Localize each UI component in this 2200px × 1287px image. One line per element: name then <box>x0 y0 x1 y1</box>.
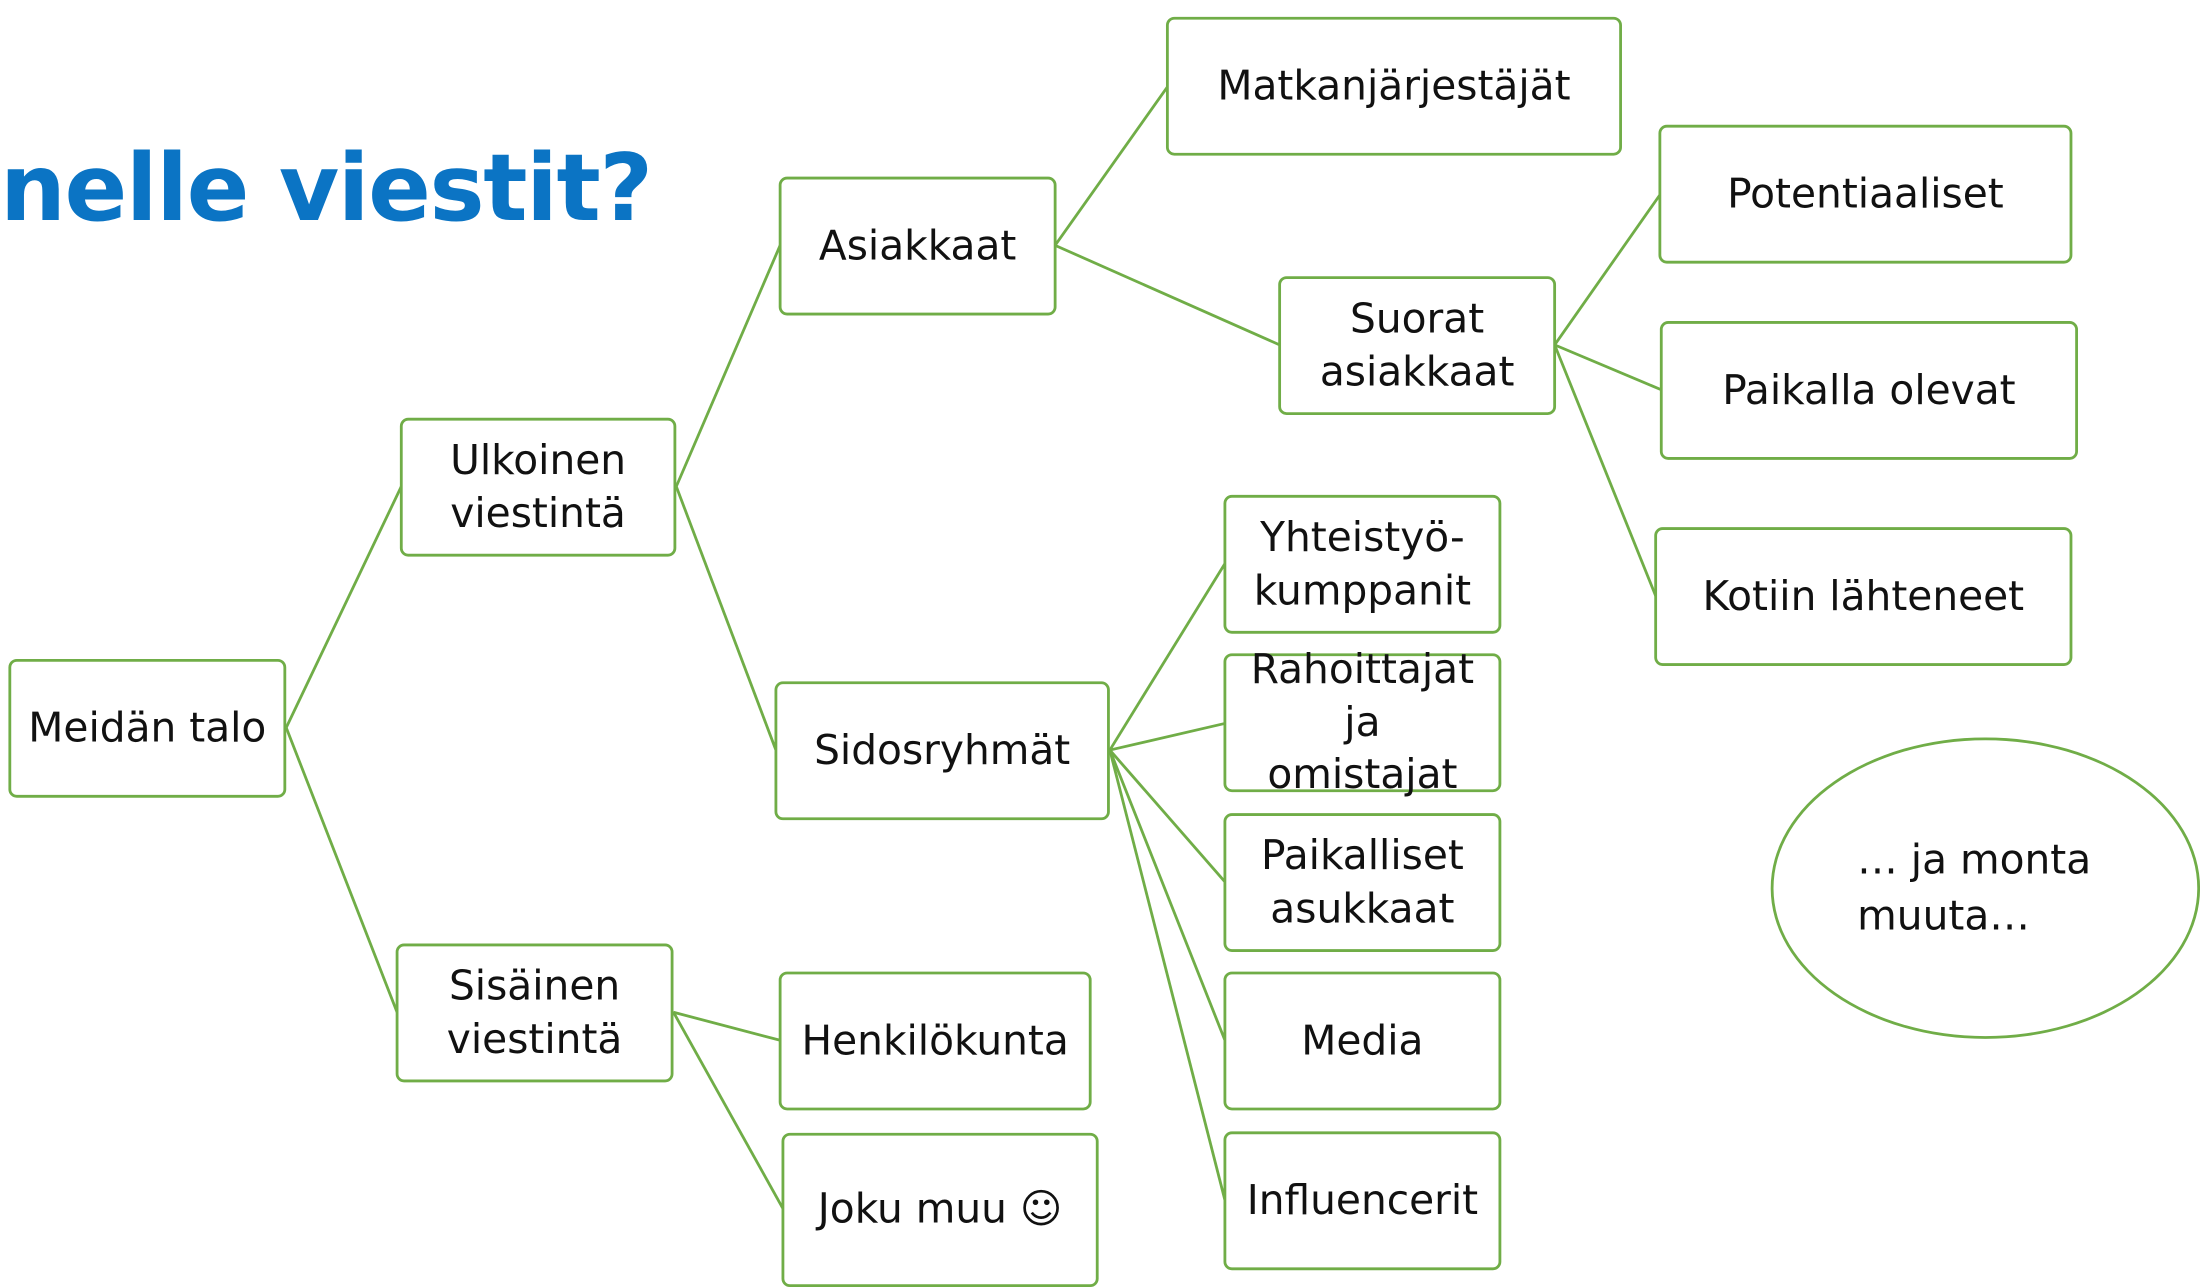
connector-line <box>1109 722 1226 752</box>
note-text: … ja monta muuta… <box>1857 836 2092 939</box>
connector-line <box>674 485 778 751</box>
node-joku-muu: Joku muu ☺ <box>781 1132 1099 1287</box>
connector-line <box>675 244 782 488</box>
node-sisainen-viestinta: Sisäinen viestintä <box>395 943 674 1083</box>
node-rahoittajat-ja-omistajat: Rahoittajat ja omistajat <box>1223 645 1502 798</box>
node-paikalliset-asukkaat: Paikalliset asukkaat <box>1223 813 1502 952</box>
connector-line <box>672 1011 785 1210</box>
connector-line <box>1054 244 1281 347</box>
connector-line <box>1108 749 1226 883</box>
connector-line <box>284 485 403 729</box>
node-media: Media <box>1223 971 1502 1111</box>
connector-line <box>1053 86 1169 247</box>
connector-line <box>1108 749 1227 1201</box>
node-matkanjarjestajat: Matkanjärjestäjät <box>1165 16 1622 156</box>
connector-line <box>1554 343 1662 392</box>
connector-line <box>1553 344 1657 597</box>
node-kotiin-lahteneet: Kotiin lähteneet <box>1654 527 2073 666</box>
node-influencerit: Influencerit <box>1223 1131 1502 1271</box>
connector-line <box>673 1010 781 1042</box>
node-yhteistyokumppanit: Yhteistyö- kumppanit <box>1223 494 1502 634</box>
node-asiakkaat: Asiakkaat <box>778 176 1057 316</box>
node-suorat-asiakkaat: Suorat asiakkaat <box>1278 276 1557 415</box>
node-paikalla-olevat: Paikalla olevat <box>1659 321 2078 460</box>
node-meidan-talo: Meidän talo <box>8 658 287 798</box>
connector-line <box>1553 194 1662 346</box>
connector-line <box>284 727 399 1013</box>
node-ulkoinen-viestinta: Ulkoinen viestintä <box>399 417 677 557</box>
node-henkilokunta: Henkilökunta <box>778 971 1092 1111</box>
connector-line <box>1108 562 1227 751</box>
node-sidosryhmat: Sidosryhmät <box>774 681 1110 821</box>
note-ellipse: … ja monta muuta… <box>1770 737 2200 1039</box>
node-potentiaaliset: Potentiaaliset <box>1658 124 2073 264</box>
connector-line <box>1108 749 1227 1041</box>
page-title: nelle viestit? <box>0 134 653 243</box>
